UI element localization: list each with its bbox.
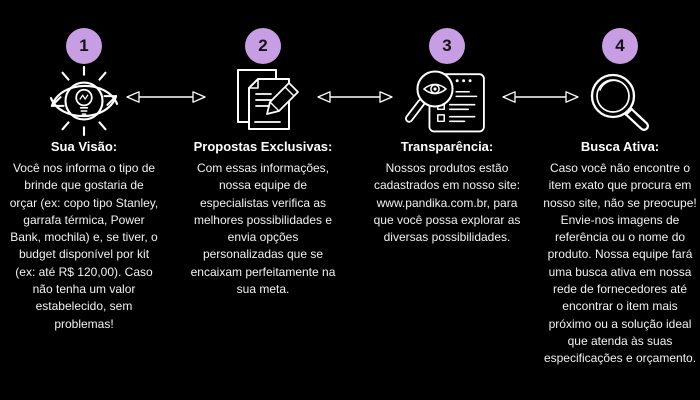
process-step-4: 4 Busca Ativa: Caso você não encontre o … — [536, 28, 700, 368]
step-number-badge: 1 — [66, 28, 102, 64]
step-description: Caso você não encontre o item exato que … — [543, 161, 697, 366]
step-title: Transparência: — [400, 139, 494, 154]
double-headed-arrow-icon — [317, 91, 393, 103]
documents-pencil-icon — [223, 65, 303, 137]
step-title: Sua Visão: — [50, 139, 118, 154]
step-number-badge: 2 — [245, 28, 281, 64]
step-description: Você nos informa o tipo de brinde que go… — [9, 161, 159, 331]
double-headed-arrow-icon — [126, 91, 206, 103]
magnifier-eye-website-icon — [400, 65, 494, 137]
vision-eye-lightbulb-icon — [42, 65, 126, 137]
step-title: Busca Ativa: — [580, 139, 660, 154]
magnifier-icon — [585, 65, 655, 137]
step-number-badge: 3 — [429, 28, 465, 64]
step-description: Com essas informações, nossa equipe de e… — [190, 161, 336, 297]
double-headed-arrow-icon — [502, 91, 579, 103]
process-step-1: 1 Sua Visão: Você nos informa o tipo de … — [0, 28, 168, 333]
process-step-2: 2 Propostas Exclusivas: Com essas inform… — [179, 28, 347, 298]
step-title: Propostas Exclusivas: — [193, 139, 333, 154]
process-step-3: 3 Transpar — [363, 28, 531, 246]
step-number-badge: 4 — [602, 28, 638, 64]
step-description: Nossos produtos estão cadastrados em nos… — [373, 161, 521, 245]
